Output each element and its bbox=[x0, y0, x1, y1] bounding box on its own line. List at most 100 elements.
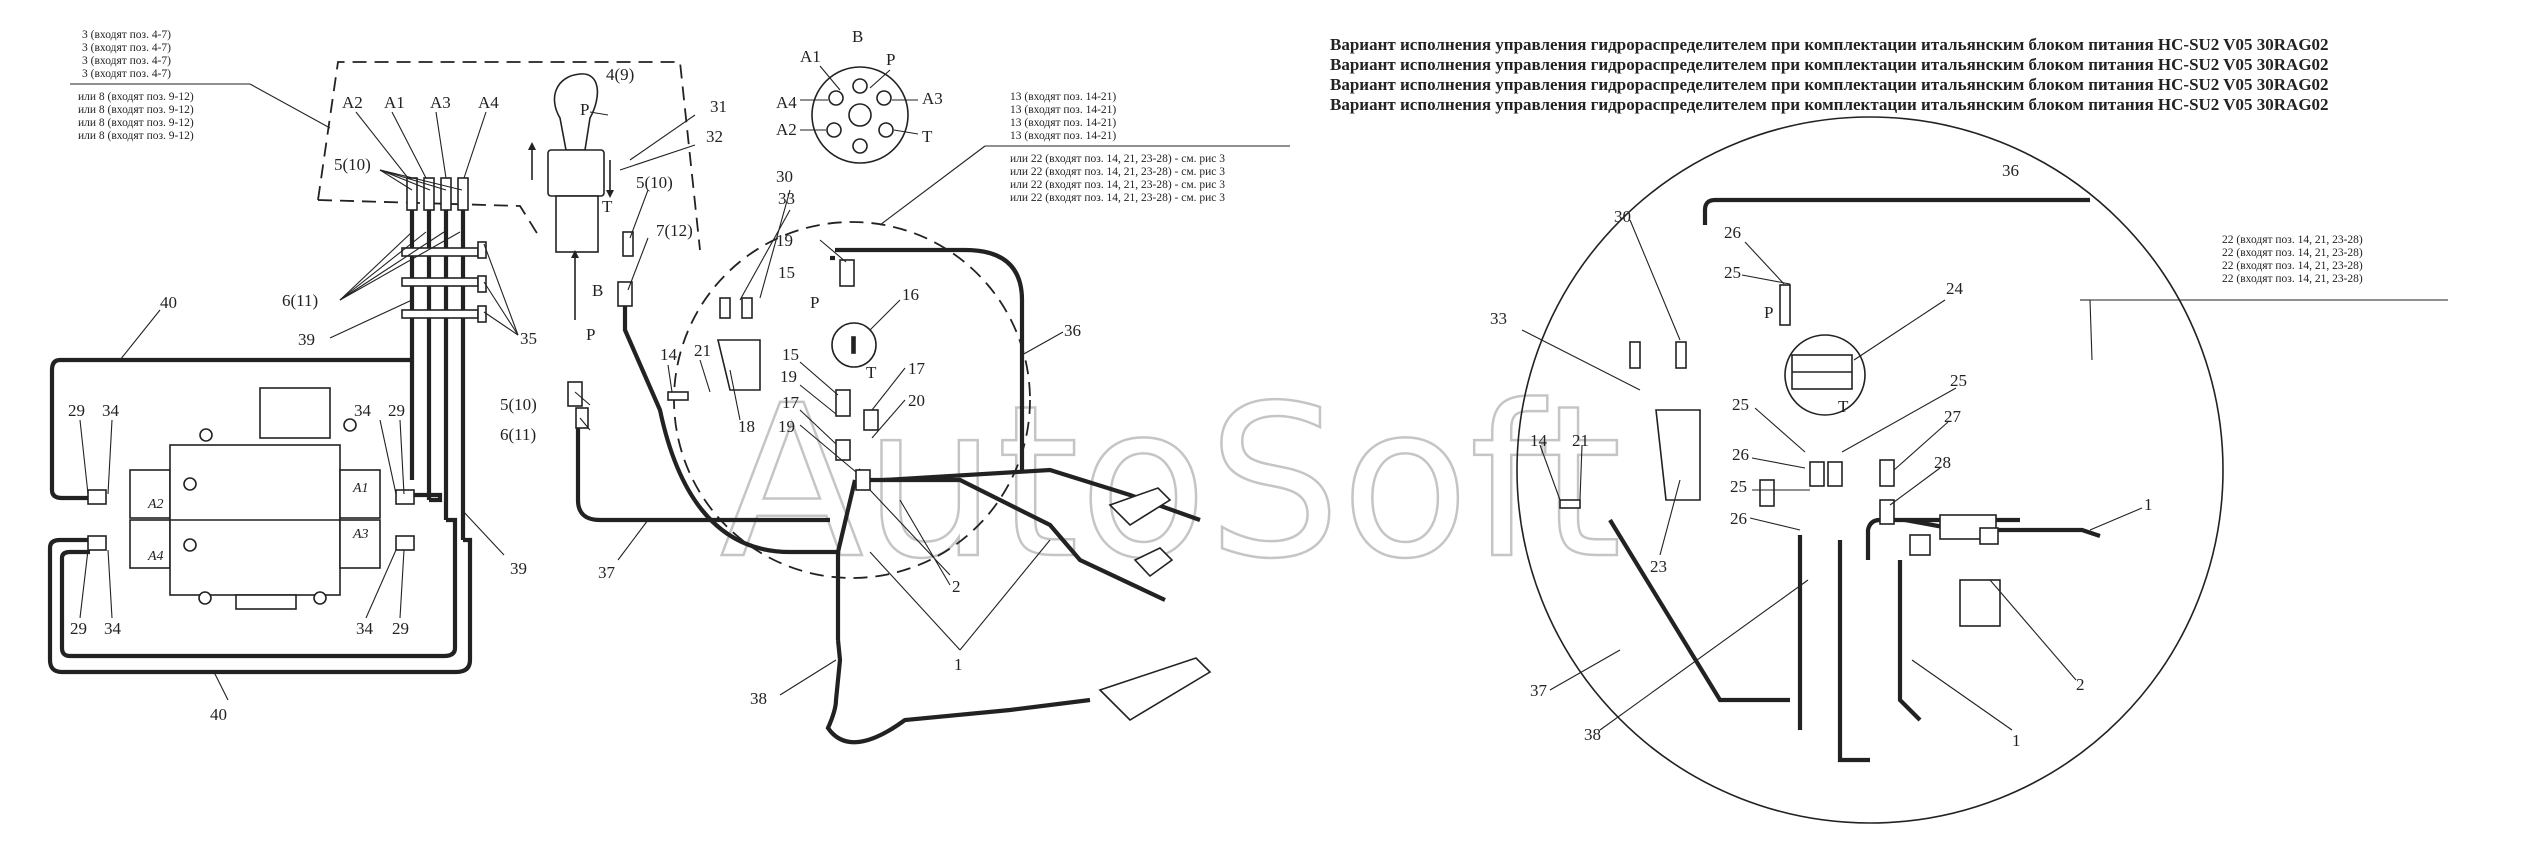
note-kit-8-line: или 8 (входят поз. 9-12) bbox=[78, 130, 194, 142]
label-15-mid: 15 bbox=[782, 345, 799, 364]
label-15-top: 15 bbox=[778, 263, 795, 282]
label-t-right: T bbox=[1838, 397, 1849, 416]
label-33-right: 33 bbox=[1490, 309, 1507, 328]
label-p-lower: P bbox=[586, 325, 595, 344]
leader-lines bbox=[79, 111, 2143, 731]
label-1-mid: 1 bbox=[954, 655, 963, 674]
note-kit-13-line: 13 (входят поз. 14-21) bbox=[1010, 91, 1116, 103]
label-19-bottom: 19 bbox=[778, 417, 795, 436]
label-a2: A2 bbox=[342, 93, 363, 112]
label-1-right-bottom: 1 bbox=[2012, 731, 2021, 750]
note-kit-8-line: или 8 (входят поз. 9-12) bbox=[78, 91, 194, 103]
view-b-port-a2: A2 bbox=[776, 120, 797, 139]
filter-unit-16 bbox=[831, 259, 879, 491]
label-21-mid: 21 bbox=[694, 341, 711, 360]
label-5-10-mid: 5(10) bbox=[636, 173, 673, 192]
label-4-9: 4(9) bbox=[606, 65, 634, 84]
right-detail bbox=[1559, 197, 2101, 763]
label-p-right: P bbox=[1764, 303, 1773, 322]
label-30-right: 30 bbox=[1614, 207, 1631, 226]
label-5-10-top: 5(10) bbox=[334, 155, 371, 174]
valve-port-a4: A4 bbox=[147, 549, 164, 564]
valve-port-a2: A2 bbox=[147, 497, 164, 512]
label-7-12: 7(12) bbox=[656, 221, 693, 240]
label-32: 32 bbox=[706, 127, 723, 146]
label-a3: A3 bbox=[430, 93, 451, 112]
title-line-4: Вариант исполнения управления гидрораспр… bbox=[1330, 95, 2329, 114]
view-b-connector: B A1 P A4 A3 A2 T bbox=[776, 27, 943, 164]
note-kit-22-line: или 22 (входят поз. 14, 21, 23-28) - см.… bbox=[1010, 153, 1225, 165]
label-39-bottom: 39 bbox=[510, 559, 527, 578]
note-kit-13-line: 13 (входят поз. 14-21) bbox=[1010, 104, 1116, 116]
label-1-right-top: 1 bbox=[2144, 495, 2153, 514]
label-6-11: 6(11) bbox=[282, 291, 318, 310]
label-31: 31 bbox=[710, 97, 727, 116]
title-line-3: Вариант исполнения управления гидрораспр… bbox=[1330, 75, 2329, 94]
label-38-mid: 38 bbox=[750, 689, 767, 708]
hydraulic-valve-block: A1 A2 A3 A4 bbox=[129, 387, 381, 610]
note-right-line: 22 (входят поз. 14, 21, 23-28) bbox=[2222, 234, 2363, 246]
label-29-tr: 29 bbox=[388, 401, 405, 420]
note-kit-22-line: или 22 (входят поз. 14, 21, 23-28) - см.… bbox=[1010, 192, 1225, 204]
note-kit-8-line: или 8 (входят поз. 9-12) bbox=[78, 104, 194, 116]
label-27: 27 bbox=[1944, 407, 1962, 426]
note-kit-8-line: или 8 (входят поз. 9-12) bbox=[78, 117, 194, 129]
note-kit-22-line: или 22 (входят поз. 14, 21, 23-28) - см.… bbox=[1010, 166, 1225, 178]
label-37-left: 37 bbox=[598, 563, 616, 582]
label-39-top: 39 bbox=[298, 330, 315, 349]
label-b: B bbox=[592, 281, 603, 300]
note-right-line: 22 (входят поз. 14, 21, 23-28) bbox=[2222, 273, 2363, 285]
note-kit-13-line: 13 (входят поз. 14-21) bbox=[1010, 117, 1116, 129]
note-kit-3-line: 3 (входят поз. 4-7) bbox=[82, 68, 171, 80]
label-23: 23 bbox=[1650, 557, 1667, 576]
label-14-right: 14 bbox=[1530, 431, 1548, 450]
label-17-right: 17 bbox=[908, 359, 926, 378]
note-kit-22-line: или 22 (входят поз. 14, 21, 23-28) - см.… bbox=[1010, 179, 1225, 191]
label-29-br: 29 bbox=[392, 619, 409, 638]
label-t-mid: T bbox=[866, 363, 877, 382]
label-34-tl: 34 bbox=[102, 401, 120, 420]
label-p-mid: P bbox=[810, 293, 819, 312]
label-35: 35 bbox=[520, 329, 537, 348]
label-25-right: 25 bbox=[1950, 371, 1967, 390]
valve-port-a1: A1 bbox=[352, 481, 369, 496]
label-25-top: 25 bbox=[1724, 263, 1741, 282]
label-34-br: 34 bbox=[356, 619, 374, 638]
label-t-joystick: T bbox=[602, 197, 613, 216]
label-2-mid: 2 bbox=[952, 577, 961, 596]
label-17-left: 17 bbox=[782, 393, 800, 412]
label-26-top: 26 bbox=[1724, 223, 1741, 242]
label-a1: A1 bbox=[384, 93, 405, 112]
callouts-right: 30 33 26 25 P 24 36 25 T 25 26 27 25 26 … bbox=[1490, 161, 2153, 750]
callouts-left: A2 A1 A3 A4 5(10) 4(9) P 31 32 T 5(10) 7… bbox=[68, 65, 727, 724]
view-b-port-a4: A4 bbox=[776, 93, 797, 112]
view-b-port-a1: A1 bbox=[800, 47, 821, 66]
label-25-lower: 25 bbox=[1730, 477, 1747, 496]
label-p-joystick: P bbox=[580, 100, 589, 119]
label-36-mid: 36 bbox=[1064, 321, 1081, 340]
label-38-right: 38 bbox=[1584, 725, 1601, 744]
title-line-2: Вариант исполнения управления гидрораспр… bbox=[1330, 55, 2329, 74]
label-25-left: 25 bbox=[1732, 395, 1749, 414]
joystick-handle[interactable] bbox=[528, 73, 614, 320]
valve-fittings bbox=[87, 489, 415, 551]
label-29-tl: 29 bbox=[68, 401, 85, 420]
note-kit-3-line: 3 (входят поз. 4-7) bbox=[82, 29, 171, 41]
label-40-top: 40 bbox=[160, 293, 177, 312]
label-a4: A4 bbox=[478, 93, 499, 112]
view-b-port-p: P bbox=[886, 50, 895, 69]
label-19-mid: 19 bbox=[780, 367, 797, 386]
note-kit-3-8: 3 (входят поз. 4-7) 3 (входят поз. 4-7) … bbox=[70, 29, 331, 142]
view-b-port-t: T bbox=[922, 127, 933, 146]
label-29-bl: 29 bbox=[70, 619, 87, 638]
joystick-frame bbox=[317, 61, 701, 251]
note-kit-13-line: 13 (входят поз. 14-21) bbox=[1010, 130, 1116, 142]
label-18: 18 bbox=[738, 417, 755, 436]
label-26-mid: 26 bbox=[1732, 445, 1749, 464]
note-kit-3-line: 3 (входят поз. 4-7) bbox=[82, 42, 171, 54]
label-40-bottom: 40 bbox=[210, 705, 227, 724]
label-33-mid: 33 bbox=[778, 189, 795, 208]
label-37-right: 37 bbox=[1530, 681, 1548, 700]
label-26-lower: 26 bbox=[1730, 509, 1747, 528]
